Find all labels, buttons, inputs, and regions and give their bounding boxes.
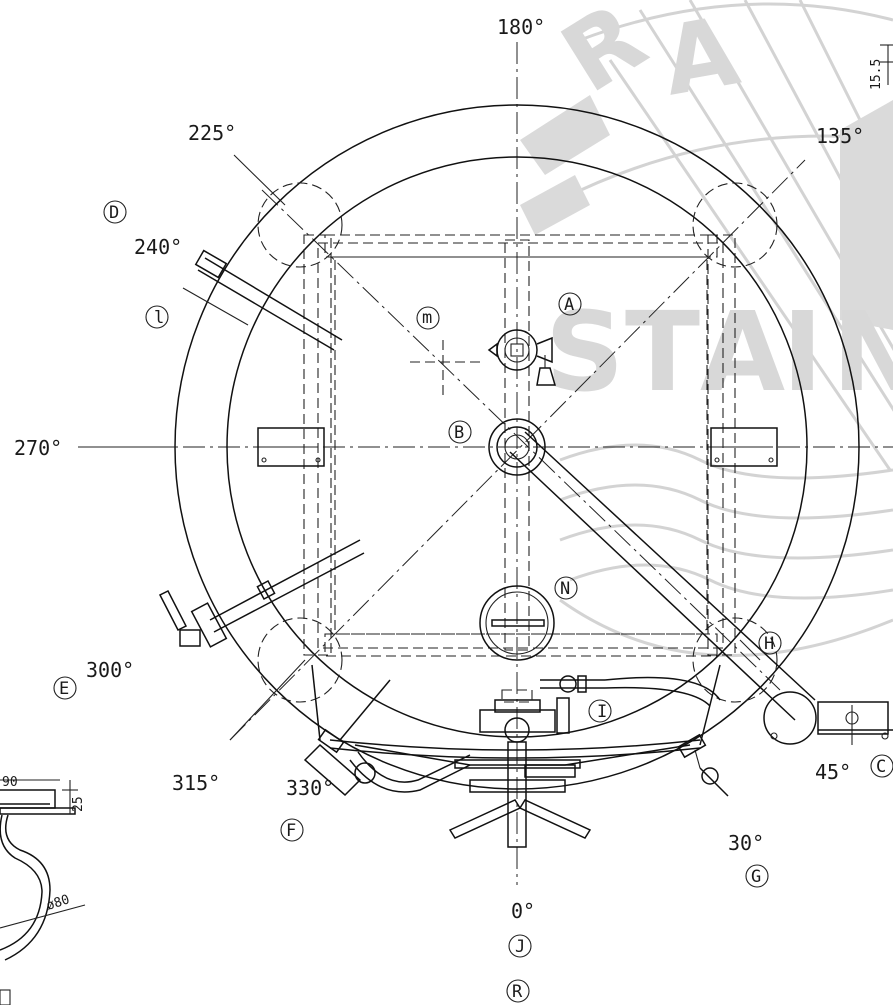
svg-text:J: J bbox=[515, 937, 525, 957]
dimension-detail-bottom-left: 90 25 ø80 bbox=[0, 775, 86, 1005]
callout-r: R bbox=[506, 979, 530, 1003]
callout-a: A bbox=[558, 292, 582, 316]
svg-text:N: N bbox=[560, 579, 570, 599]
dimension-90: 90 bbox=[2, 775, 18, 790]
callout-d: D bbox=[103, 200, 127, 224]
svg-text:G: G bbox=[751, 867, 761, 887]
watermark-letter-a2: A bbox=[700, 288, 785, 416]
angle-135: 135° bbox=[816, 124, 864, 148]
watermark-letter-t: T bbox=[625, 288, 700, 416]
callout-n: N bbox=[554, 576, 578, 600]
watermark-letter-s: S bbox=[545, 288, 624, 416]
angle-180: 180° bbox=[497, 15, 545, 39]
angle-leader-lines bbox=[80, 154, 306, 741]
fitting-g-valve bbox=[677, 664, 729, 797]
watermark-letter-a: A bbox=[655, 0, 747, 118]
callout-b: B bbox=[448, 420, 472, 444]
callout-m: m bbox=[416, 306, 440, 330]
angle-270: 270° bbox=[14, 436, 62, 460]
callout-h: H bbox=[758, 631, 782, 655]
callout-c: C bbox=[870, 754, 893, 778]
watermark: R A S T A I N bbox=[520, 0, 893, 658]
svg-text:l: l bbox=[154, 308, 164, 328]
dimension-detail-top-right: 15.5 bbox=[869, 44, 893, 90]
dip-pipe-d bbox=[182, 249, 343, 351]
center-lines bbox=[78, 42, 893, 885]
angle-30: 30° bbox=[728, 831, 764, 855]
fitting-a-clamp-valve bbox=[487, 329, 557, 386]
svg-text:F: F bbox=[286, 821, 296, 841]
watermark-rays bbox=[559, 0, 893, 658]
fitting-m-marker bbox=[410, 340, 485, 395]
svg-text:D: D bbox=[109, 203, 119, 223]
side-bracket-left bbox=[257, 427, 325, 467]
tank-inner-circle bbox=[226, 156, 808, 738]
lower-bridge-assembly bbox=[329, 689, 701, 848]
svg-text:B: B bbox=[454, 423, 464, 443]
svg-text:I: I bbox=[597, 702, 607, 722]
callout-f: F bbox=[280, 818, 304, 842]
fitting-c bbox=[763, 691, 893, 745]
callout-l: l bbox=[145, 305, 169, 329]
dimension-phi80: ø80 bbox=[45, 892, 72, 914]
watermark-letter-n: N bbox=[832, 288, 893, 416]
angle-330: 330° bbox=[286, 776, 334, 800]
dimension-15-5: 15.5 bbox=[869, 59, 884, 90]
angle-0: 0° bbox=[511, 899, 535, 923]
diagonal-pipe bbox=[509, 431, 816, 721]
angle-labels: 180° 135° 225° 240° 270° 300° 315° 330° … bbox=[14, 15, 864, 923]
callout-j: J bbox=[508, 934, 532, 958]
fitting-i-sampling-valve bbox=[540, 675, 721, 734]
center-fitting-b bbox=[488, 418, 546, 476]
svg-text:m: m bbox=[422, 308, 432, 328]
angle-45: 45° bbox=[815, 760, 851, 784]
side-bracket-right bbox=[710, 427, 778, 467]
svg-text:E: E bbox=[59, 679, 69, 699]
angle-225: 225° bbox=[188, 121, 236, 145]
fitting-f-pipe bbox=[303, 664, 471, 797]
svg-text:A: A bbox=[564, 295, 574, 315]
angle-315: 315° bbox=[172, 771, 220, 795]
svg-text:H: H bbox=[764, 634, 774, 654]
svg-text:C: C bbox=[876, 757, 886, 777]
angle-240: 240° bbox=[134, 235, 182, 259]
callout-g: G bbox=[745, 864, 769, 888]
svg-text:R: R bbox=[512, 982, 523, 1002]
callout-i: I bbox=[588, 699, 612, 723]
dimension-25: 25 bbox=[71, 796, 86, 812]
fitting-e-valve-pipe bbox=[158, 539, 365, 648]
angle-300: 300° bbox=[86, 658, 134, 682]
callout-e: E bbox=[53, 676, 77, 700]
manhole-n bbox=[479, 585, 555, 661]
